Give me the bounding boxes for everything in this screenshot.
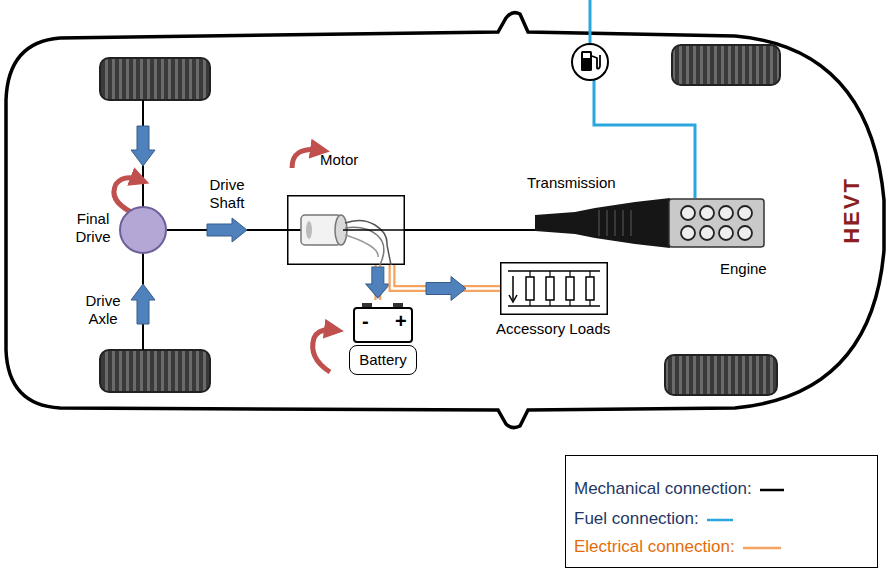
legend-box: Mechanical connection: Fuel connection: El… — [565, 455, 878, 568]
connection-label: Drive Shaft — [202, 176, 252, 212]
electrical-connection — [366, 265, 390, 300]
loads-shape — [500, 262, 608, 315]
motor-shape — [287, 195, 405, 265]
legend-text: Mechanical connection: — [574, 479, 752, 498]
node-label: Final Drive — [71, 210, 115, 246]
legend-entry: Mechanical connection: — [574, 478, 877, 500]
mechanical-connection — [405, 230, 535, 231]
transmission: Transmission — [535, 198, 670, 248]
power-flow-arrow — [131, 126, 155, 166]
power-flow-arrow — [131, 284, 155, 324]
legend-entry: Electrical connection: — [574, 536, 877, 558]
node-label: Battery — [349, 345, 417, 375]
engine: Engine — [668, 198, 765, 248]
battery-terminal-sign: - — [362, 310, 369, 333]
legend-line-sample — [743, 543, 781, 553]
transmission-shape — [535, 198, 670, 248]
legend-line-sample — [760, 485, 784, 495]
power-flow-arrow — [207, 218, 247, 242]
axle-label: Drive Axle — [80, 292, 126, 328]
legend-text: Electrical connection: — [574, 537, 735, 556]
battery-terminal-sign: + — [395, 310, 407, 333]
tires — [100, 45, 780, 395]
engine-shape — [668, 198, 765, 248]
accessory-loads-box: Accessory Loads — [500, 262, 608, 315]
legend-entry: Fuel connection: — [574, 508, 877, 530]
connector-line — [405, 229, 535, 231]
circle-shape — [119, 206, 167, 254]
battery: Battery — [340, 300, 426, 378]
node-label: Transmission — [527, 174, 616, 192]
motor-box: Motor — [287, 195, 405, 265]
node-label: Accessory Loads — [496, 320, 610, 338]
legend-line-sample — [707, 515, 733, 525]
hevt-logo: HEVT — [839, 177, 864, 244]
power-flow-arrow — [426, 277, 466, 301]
node-label: Motor — [320, 151, 358, 169]
electrical-connection — [392, 265, 500, 301]
power-flow-arrow — [366, 267, 390, 298]
legend-text: Fuel connection: — [574, 509, 699, 528]
final-drive: Final Drive — [119, 206, 167, 254]
node-label: Engine — [720, 260, 767, 278]
mechanical-connection — [167, 218, 287, 242]
fuel-pump-icon — [572, 44, 608, 80]
fuel-line — [590, 0, 695, 198]
car-body — [6, 13, 884, 428]
